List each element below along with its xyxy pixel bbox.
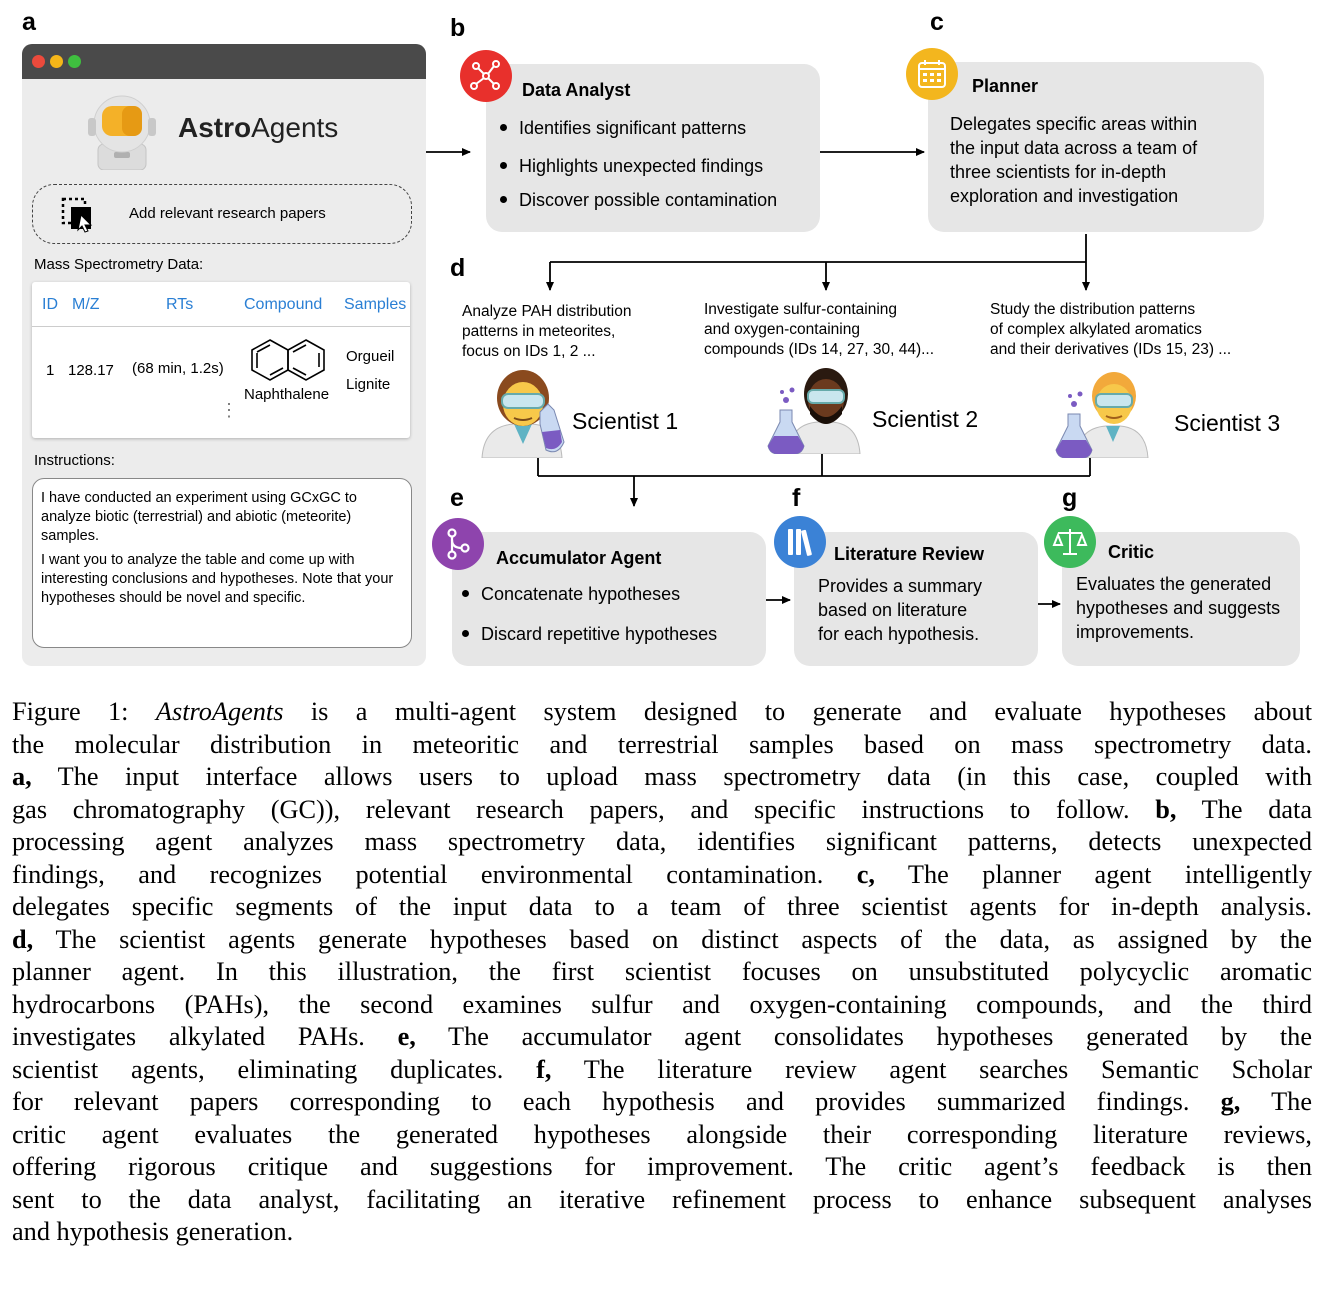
caption-line: findings, and recognizes potential envir… <box>12 859 1312 889</box>
scientist-2-icon <box>767 368 861 454</box>
caption-line: and hypothesis generation. <box>12 1217 294 1246</box>
data-analyst-bullet: Highlights unexpected findings <box>500 156 763 177</box>
figure-caption: Figure 1: AstroAgents is a multi-agent s… <box>12 696 1312 1249</box>
caption-line: investigates alkylated PAHs. e, The accu… <box>12 1022 1312 1051</box>
caption-line: Figure 1: AstroAgents is a multi-agent s… <box>12 697 1312 726</box>
instructions-paragraph-2: I want you to analyze the table and come… <box>41 552 394 606</box>
planner-card: Planner Delegates specific areas within … <box>928 62 1264 232</box>
caption-line: sent to the data analyst, facilitating a… <box>12 1184 1312 1214</box>
scientist-2-label: Scientist 2 <box>872 406 979 432</box>
accumulator-title: Accumulator Agent <box>496 548 662 568</box>
panel-letter-g: g <box>1062 484 1078 512</box>
table-header-rts: RTs <box>166 296 194 313</box>
caption-line: the molecular distribution in meteoritic… <box>12 729 1312 759</box>
data-analyst-bullet: Discover possible contamination <box>500 190 777 211</box>
accumulator-card: Accumulator Agent Concatenate hypotheses… <box>452 532 766 666</box>
data-analyst-bullet: Identifies significant patterns <box>500 118 746 139</box>
instructions-paragraph-1: I have conducted an experiment using GCx… <box>41 490 357 544</box>
astroagents-app-window: AstroAgents Add relevant research papers… <box>22 44 426 666</box>
planner-title: Planner <box>972 76 1039 96</box>
literature-review-title: Literature Review <box>834 544 985 564</box>
panel-letter-a: a <box>22 8 36 36</box>
table-header-samples: Samples <box>344 296 407 313</box>
mass-spec-label: Mass Spectrometry Data: <box>34 256 204 273</box>
row-mz: 128.17 <box>68 362 114 379</box>
flow-connectors <box>426 148 1091 608</box>
upload-papers-dropzone[interactable]: Add relevant research papers <box>32 184 412 244</box>
close-window-button[interactable] <box>32 55 45 68</box>
mass-spec-table[interactable]: ID M/Z RTs Compound Samples 1 128.17 (68… <box>32 282 410 438</box>
table-header-mz: M/Z <box>72 296 100 313</box>
data-analyst-title: Data Analyst <box>522 80 631 100</box>
naphthalene-structure-icon <box>251 339 325 381</box>
caption-line: hydrocarbons (PAHs), the second examines… <box>12 989 1312 1019</box>
scientist-3-label: Scientist 3 <box>1174 410 1281 436</box>
critic-title: Critic <box>1108 542 1155 562</box>
caption-line: scientist agents, eliminating duplicates… <box>12 1054 1312 1084</box>
caption-line: for relevant papers corresponding to eac… <box>12 1087 1312 1116</box>
table-header-id: ID <box>42 296 58 313</box>
add-file-icon <box>61 197 93 233</box>
caption-line: d, The scientist agents generate hypothe… <box>12 924 1312 954</box>
instructions-textarea[interactable]: I have conducted an experiment using GCx… <box>32 478 412 648</box>
table-divider <box>32 326 410 327</box>
row-compound: Naphthalene <box>244 386 330 403</box>
row-sample-2: Lignite <box>346 376 391 393</box>
data-analyst-card: Data Analyst Identifies significant patt… <box>486 64 820 232</box>
scientist-1-label: Scientist 1 <box>572 408 679 434</box>
caption-line: processing agent analyzes mass spectrome… <box>12 827 1312 856</box>
caption-line: offering rigorous critique and suggestio… <box>12 1152 1312 1181</box>
row-sample-1: Orgueil <box>346 348 395 365</box>
panel-letter-b: b <box>450 14 466 42</box>
app-name: AstroAgents <box>178 112 339 143</box>
instructions-label: Instructions: <box>34 452 115 469</box>
panel-letter-e: e <box>450 484 464 512</box>
astronaut-logo-icon <box>88 95 156 170</box>
caption-line: a, The input interface allows users to u… <box>12 762 1312 791</box>
planner-description: Delegates specific areas within the inpu… <box>950 114 1198 206</box>
minimize-window-button[interactable] <box>50 55 63 68</box>
network-icon <box>460 50 512 102</box>
table-header-compound: Compound <box>244 296 323 313</box>
upload-label: Add relevant research papers <box>129 205 326 222</box>
window-titlebar <box>22 44 426 79</box>
panel-letter-f: f <box>792 484 801 512</box>
caption-line: gas chromatography (GC)), relevant resea… <box>12 794 1313 824</box>
scientist-1-icon <box>481 370 565 458</box>
panel-letter-c: c <box>930 8 944 36</box>
row-id: 1 <box>46 362 55 379</box>
accumulator-bullet: Discard repetitive hypotheses <box>462 624 717 645</box>
accumulator-bullet: Concatenate hypotheses <box>462 584 680 605</box>
maximize-window-button[interactable] <box>68 55 81 68</box>
caption-line: planner agent. In this illustration, the… <box>12 957 1312 986</box>
row-rts: (68 min, 1.2s) <box>132 360 224 377</box>
merge-icon <box>432 518 484 570</box>
caption-line: critic agent evaluates the generated hyp… <box>12 1119 1312 1149</box>
calendar-icon <box>906 48 958 100</box>
caption-line: delegates specific segments of the input… <box>12 892 1312 921</box>
panel-letter-d: d <box>450 254 466 282</box>
books-icon <box>774 516 826 568</box>
scale-icon <box>1044 516 1096 568</box>
scientist-3-icon <box>1055 372 1149 458</box>
